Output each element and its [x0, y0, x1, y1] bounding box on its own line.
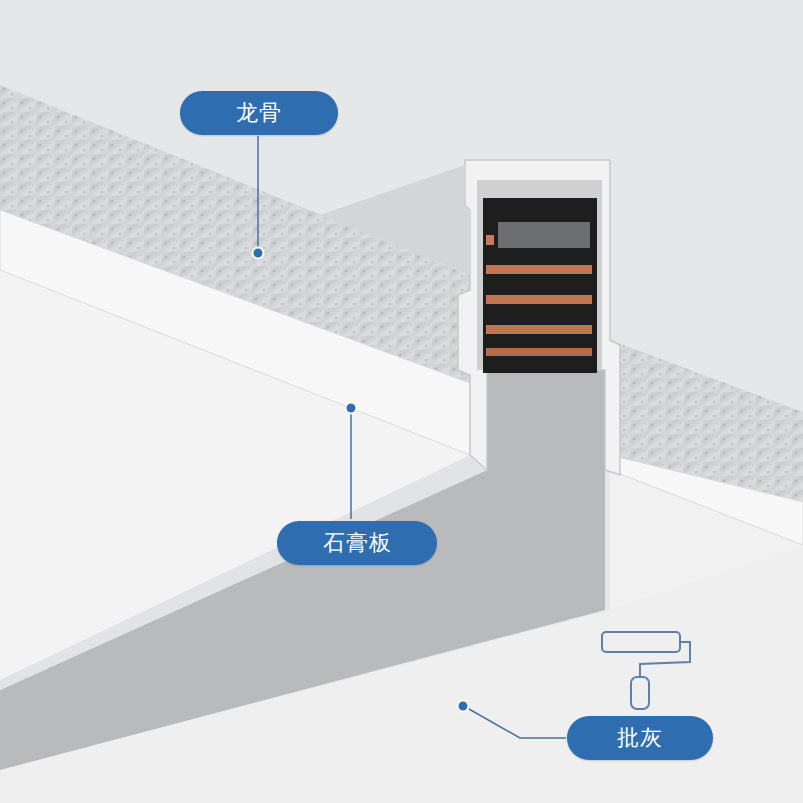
leader-line — [350, 414, 352, 519]
label-pill: 批灰 — [567, 716, 713, 760]
label-text: 石膏板 — [323, 528, 392, 558]
leader-dot — [346, 403, 357, 414]
copper-conductor — [486, 265, 592, 274]
label-pill: 石膏板 — [277, 521, 437, 565]
leader-line — [257, 136, 259, 247]
aluminium-profile — [458, 160, 620, 475]
roller-icon — [602, 632, 690, 709]
copper-conductor — [486, 235, 494, 245]
leader-dot — [253, 248, 264, 259]
label-text: 批灰 — [617, 723, 663, 753]
label-text: 龙骨 — [236, 98, 282, 128]
track-groove — [0, 370, 605, 770]
profile-top — [320, 165, 470, 275]
copper-conductor — [486, 295, 592, 304]
copper-conductor — [486, 325, 592, 334]
gypsum-board-edge — [610, 455, 803, 545]
leader-line — [469, 709, 566, 738]
track-groove-wall — [0, 370, 487, 690]
leader-dot — [458, 701, 469, 712]
insulator — [483, 198, 597, 373]
label-pill: 龙骨 — [180, 91, 338, 135]
copper-conductor — [486, 348, 592, 356]
insulator — [498, 222, 590, 248]
